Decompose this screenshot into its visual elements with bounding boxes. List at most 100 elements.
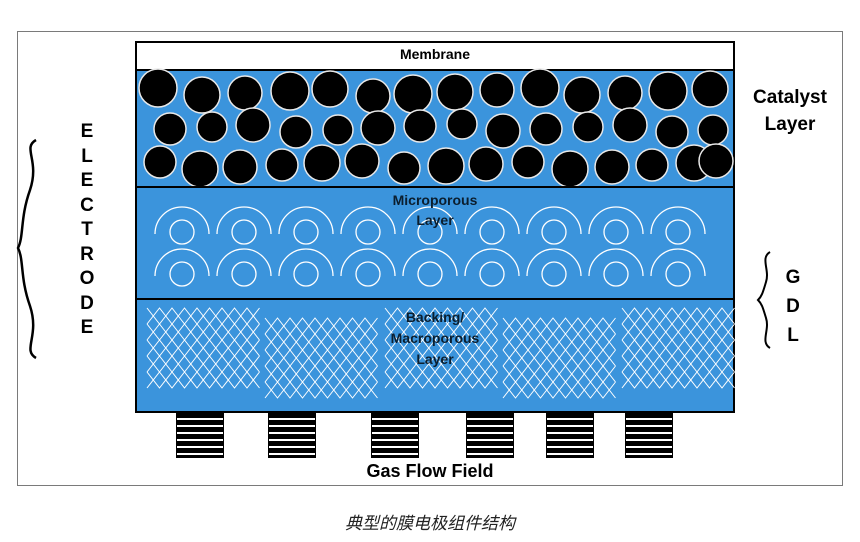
catalyst-particle xyxy=(594,149,630,185)
pore-circle xyxy=(603,219,629,245)
flow-channel xyxy=(176,412,224,458)
fiber-strand xyxy=(621,339,735,357)
pore-arc xyxy=(588,206,644,235)
catalyst-particle xyxy=(572,111,604,143)
electrode-label: E L E C T R O D E xyxy=(79,121,95,338)
pore-circle xyxy=(231,261,257,287)
catalyst-particle xyxy=(235,107,271,143)
fiber-strand xyxy=(384,323,498,341)
catalyst-particle xyxy=(485,113,521,149)
pore-circle xyxy=(417,261,443,287)
catalyst-layer-label: Catalyst Layer xyxy=(753,87,827,135)
gdl-label: G D L xyxy=(785,267,801,346)
fiber-strand xyxy=(146,371,260,389)
pore-arc xyxy=(278,248,334,277)
microporous-pattern xyxy=(154,206,706,287)
fiber-strand xyxy=(146,323,260,341)
pore-arc xyxy=(216,206,272,235)
catalyst-particle xyxy=(403,109,437,143)
flow-channel xyxy=(268,412,316,458)
fiber-strand xyxy=(621,355,735,373)
pore-arc xyxy=(278,206,334,235)
catalyst-particle xyxy=(311,70,349,108)
catalyst-particle xyxy=(436,73,474,111)
catalyst-particle xyxy=(446,108,478,140)
pore-circle xyxy=(417,219,443,245)
fiber-strand xyxy=(502,365,616,383)
catalyst-particle xyxy=(360,110,396,146)
fiber-strand xyxy=(502,333,616,351)
catalyst-particle xyxy=(607,75,643,111)
fiber-strand xyxy=(146,307,260,325)
pore-circle xyxy=(479,219,505,245)
catalyst-particle xyxy=(520,68,560,108)
catalyst-particle xyxy=(468,146,504,182)
fiber-strand xyxy=(621,371,735,389)
pore-arc xyxy=(402,248,458,277)
pore-arc xyxy=(464,206,520,235)
catalyst-particle xyxy=(265,148,299,182)
catalyst-particle xyxy=(153,112,187,146)
pore-circle xyxy=(541,219,567,245)
catalyst-particle xyxy=(551,150,589,188)
pore-arc xyxy=(464,248,520,277)
fiber-strand xyxy=(621,323,735,341)
fiber-strand xyxy=(264,365,378,383)
fiber-strand xyxy=(264,349,378,367)
fiber-strand xyxy=(264,317,378,335)
catalyst-particle xyxy=(227,75,263,111)
electrode-brace-icon xyxy=(16,138,37,360)
catalyst-particle xyxy=(222,149,258,185)
pore-arc xyxy=(402,206,458,235)
pore-circle xyxy=(231,219,257,245)
catalyst-particle xyxy=(698,143,734,179)
catalyst-particles xyxy=(138,68,734,188)
pore-circle xyxy=(293,219,319,245)
flow-channel xyxy=(466,412,514,458)
catalyst-particle xyxy=(270,71,310,111)
pore-arc xyxy=(526,248,582,277)
pore-circle xyxy=(293,261,319,287)
fiber-strand xyxy=(502,349,616,367)
catalyst-particle xyxy=(322,114,354,146)
membrane-label: Membrane xyxy=(399,46,471,62)
fiber-strand xyxy=(264,381,378,399)
pore-arc xyxy=(154,248,210,277)
catalyst-particle xyxy=(655,115,689,149)
catalyst-particle xyxy=(393,74,433,114)
catalyst-particle xyxy=(279,115,313,149)
catalyst-particle xyxy=(355,78,391,114)
fiber-strand xyxy=(146,339,260,357)
catalyst-particle xyxy=(612,107,648,143)
catalyst-particle xyxy=(427,147,465,185)
fiber-strand xyxy=(621,307,735,325)
pore-arc xyxy=(526,206,582,235)
pore-arc xyxy=(154,206,210,235)
catalyst-particle xyxy=(635,148,669,182)
fiber-strand xyxy=(384,355,498,373)
fiber-strand xyxy=(146,355,260,373)
pore-arc xyxy=(588,248,644,277)
gas-flow-field xyxy=(176,412,673,458)
catalyst-particle xyxy=(387,151,421,185)
flow-channel xyxy=(546,412,594,458)
fiber-strand xyxy=(384,339,498,357)
fiber-strand xyxy=(502,381,616,399)
catalyst-particle xyxy=(511,145,545,179)
fiber-strand xyxy=(264,333,378,351)
catalyst-particle xyxy=(697,114,729,146)
pore-arc xyxy=(340,248,396,277)
pore-arc xyxy=(650,248,706,277)
microporous-label: Microporous Layer xyxy=(392,192,478,228)
pore-arc xyxy=(216,248,272,277)
gdl-brace-icon xyxy=(756,251,771,349)
gas-flow-field-label: Gas Flow Field xyxy=(366,461,494,481)
pore-circle xyxy=(169,261,195,287)
pore-circle xyxy=(665,261,691,287)
fiber-strand xyxy=(384,307,498,325)
backing-label: Backing/ Macroporous Layer xyxy=(390,309,480,367)
catalyst-particle xyxy=(196,111,228,143)
mea-diagram xyxy=(16,41,771,458)
catalyst-particle xyxy=(181,150,219,188)
pore-circle xyxy=(355,261,381,287)
